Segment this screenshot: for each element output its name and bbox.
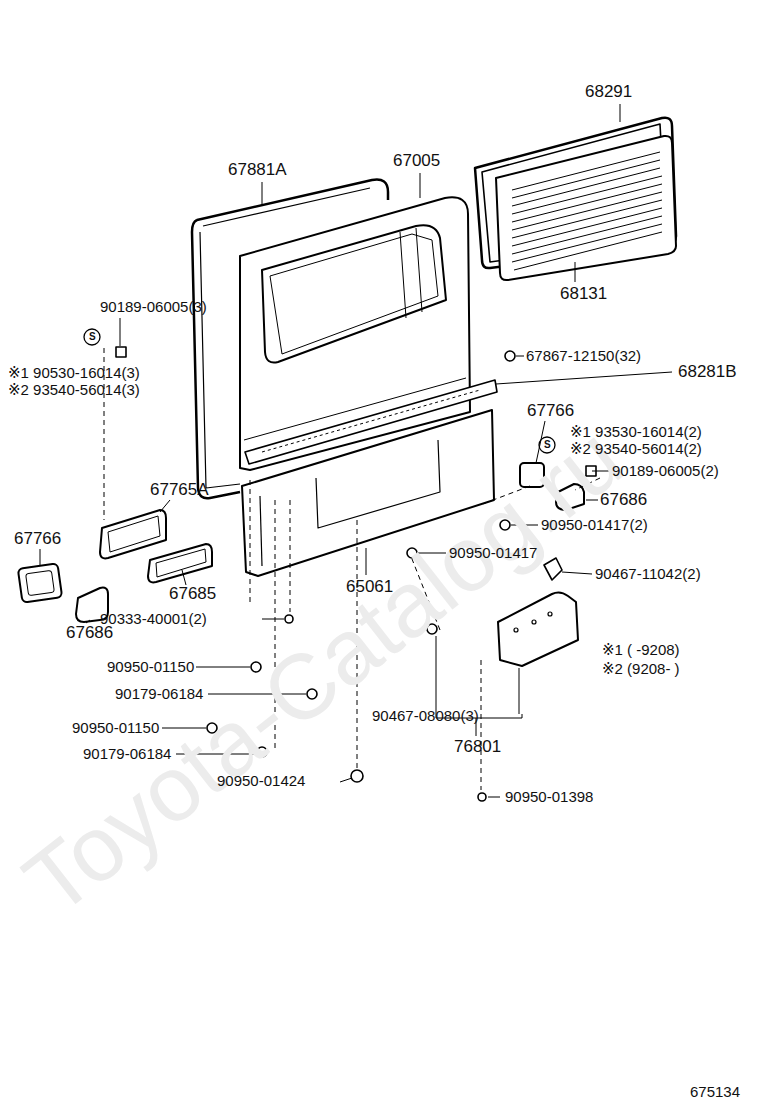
- part-number: ※1 93530-16014(2): [570, 423, 702, 440]
- symbol-letter: S: [89, 331, 96, 343]
- watermark: Toyota-Catalog.ru: [6, 407, 640, 933]
- part-number: 90950-01417(2): [541, 516, 648, 533]
- part-number: 90189-06005(2): [612, 462, 719, 479]
- door-pillar: [400, 228, 422, 318]
- symbol-letter: S: [544, 439, 551, 451]
- part-number: 68131: [560, 284, 607, 304]
- part-number: 67766: [14, 529, 61, 549]
- gasket: [18, 563, 62, 602]
- trim-edge: [260, 496, 262, 566]
- back-glass: [496, 136, 676, 280]
- door-window-opening: [262, 225, 446, 362]
- symbol-circle: [84, 329, 100, 345]
- part-number: 76801: [454, 737, 501, 757]
- part-number: 67005: [393, 151, 440, 171]
- door-window-inner: [270, 234, 438, 354]
- part-number: 67766: [527, 401, 574, 421]
- service-cover: [498, 592, 578, 666]
- part-number: 90950-01417: [449, 544, 537, 561]
- gasket-inner: [26, 570, 55, 595]
- part-number: 68291: [585, 82, 632, 102]
- lamp-gasket: [148, 544, 212, 582]
- cover-holes: [514, 612, 552, 632]
- part-number: 90179-06184: [115, 685, 203, 702]
- part-number: ※2 93540-56014(2): [570, 440, 702, 457]
- part-number: 90179-06184: [83, 745, 171, 762]
- lamp-gasket-inner: [156, 549, 206, 577]
- part-number: 90189-06005(3): [100, 298, 207, 315]
- part-number: 67685: [169, 584, 216, 604]
- part-number: ※1 90530-16014(3): [8, 364, 140, 381]
- part-number: 68281B: [678, 362, 737, 382]
- defroster-lines: [512, 152, 662, 270]
- part-number: 90950-01150: [107, 658, 194, 675]
- part-number: ※2 93540-56014(3): [8, 381, 140, 398]
- applicability-note: ※1 ( -9208): [602, 641, 680, 658]
- part-number: 67867-12150(32): [526, 347, 641, 364]
- part-number: 67881A: [228, 160, 287, 180]
- lamp-gasket-inner: [108, 516, 160, 552]
- lamp-gasket: [100, 510, 166, 558]
- part-number: 90950-01424: [217, 772, 305, 789]
- figure-number: 675134: [690, 1083, 740, 1100]
- trim-recess: [316, 440, 440, 528]
- part-number: 90333-40001(2): [100, 610, 207, 627]
- part-number: 90467-08080(3): [372, 707, 479, 724]
- part-number: 67686: [600, 490, 647, 510]
- part-number: 90950-01398: [505, 788, 593, 805]
- applicability-note: ※2 (9208- ): [602, 660, 680, 677]
- part-number: 90467-11042(2): [595, 565, 701, 582]
- part-number: 67765A: [150, 480, 209, 500]
- part-number: 90950-01150: [72, 719, 159, 736]
- part-number: 65061: [346, 577, 393, 597]
